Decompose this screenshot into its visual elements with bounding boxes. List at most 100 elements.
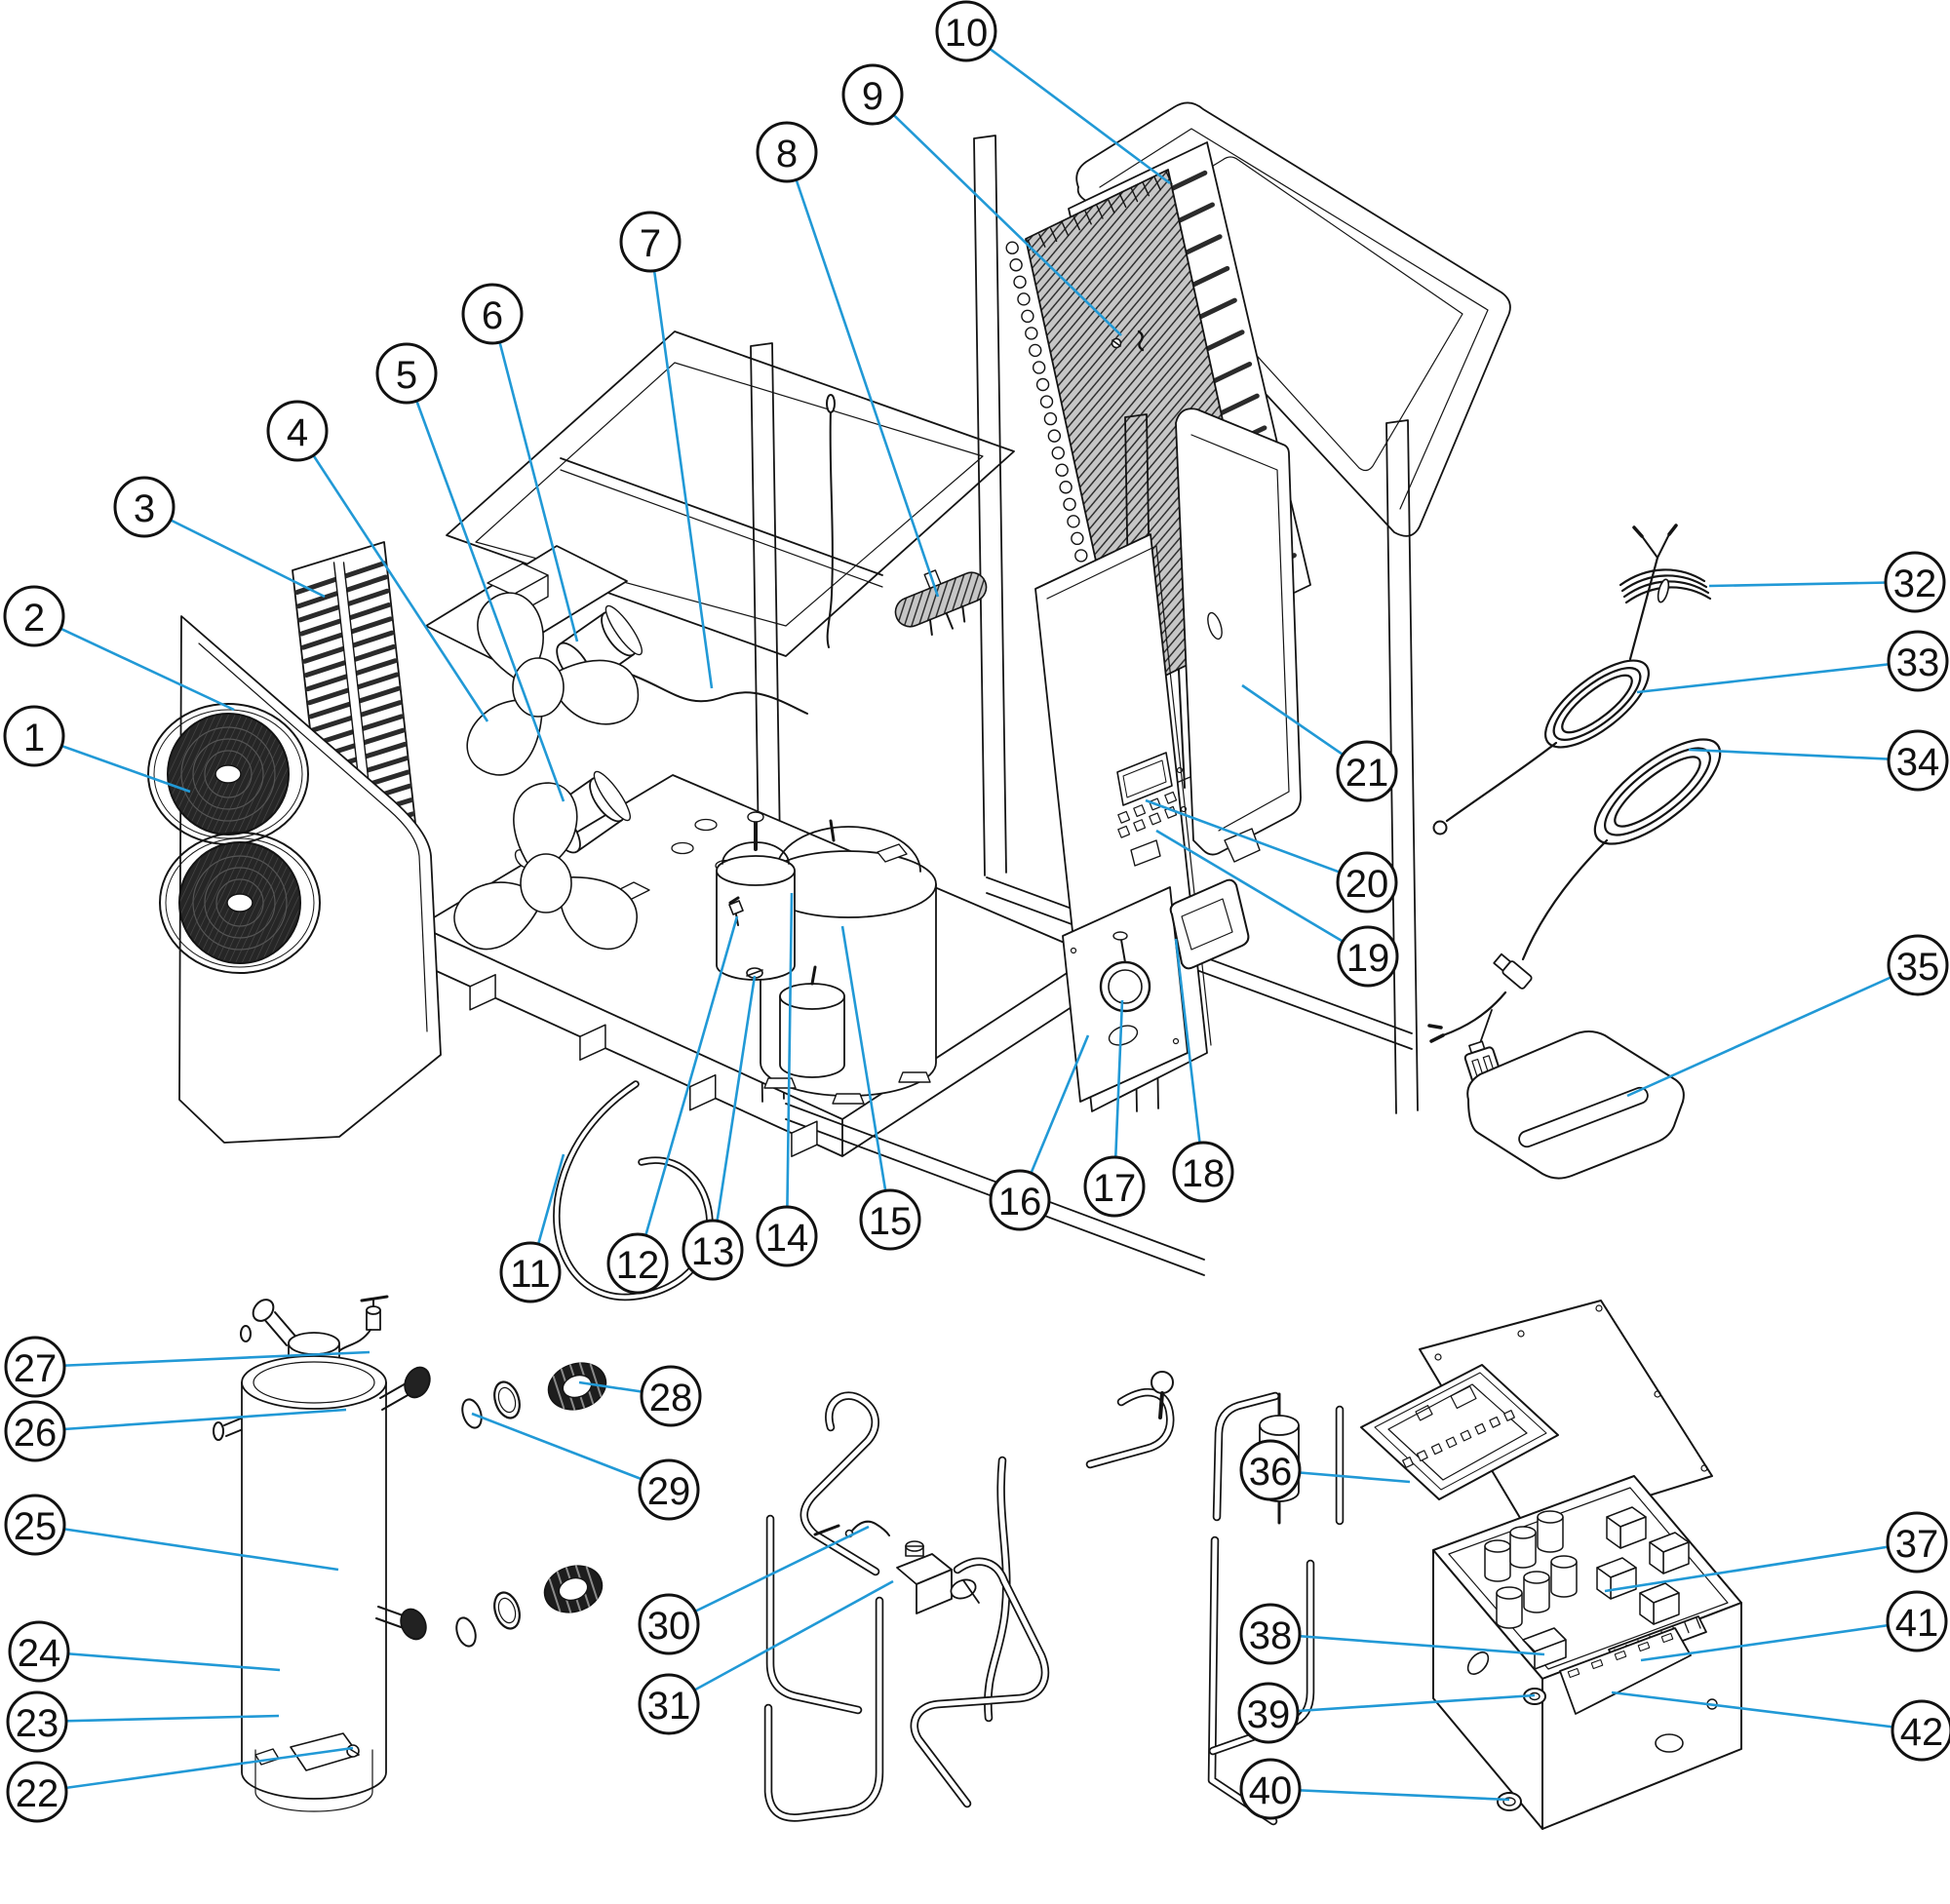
callout-20[interactable]: 20 (1336, 851, 1398, 913)
callout-29[interactable]: 29 (638, 1458, 700, 1521)
callout-number: 18 (1182, 1152, 1226, 1195)
leader-line-34 (1688, 748, 1919, 762)
callout-number: 36 (1249, 1451, 1293, 1494)
callout-41[interactable]: 41 (1886, 1590, 1948, 1652)
callout-40[interactable]: 40 (1239, 1758, 1302, 1820)
callout-number: 40 (1249, 1769, 1293, 1812)
contactor (1522, 1627, 1567, 1670)
callout-4[interactable]: 4 (266, 400, 329, 462)
callout-23[interactable]: 23 (6, 1690, 68, 1753)
callout-number: 26 (14, 1412, 58, 1455)
callout-15[interactable]: 15 (859, 1188, 921, 1251)
callout-11[interactable]: 11 (499, 1241, 562, 1303)
leader-line-40 (1269, 1787, 1510, 1802)
callout-32[interactable]: 32 (1884, 551, 1946, 613)
callout-2[interactable]: 2 (3, 585, 65, 647)
callout-17[interactable]: 17 (1083, 1155, 1146, 1218)
callout-number: 19 (1346, 937, 1390, 980)
control-box (1360, 1300, 1742, 1830)
callout-19[interactable]: 19 (1337, 925, 1399, 988)
back-panel (1175, 408, 1302, 863)
leader-line-4 (295, 430, 489, 722)
callout-6[interactable]: 6 (461, 283, 524, 345)
callout-31[interactable]: 31 (638, 1673, 700, 1735)
expansion-valve (896, 1540, 980, 1614)
callout-number: 8 (776, 133, 798, 175)
callout-14[interactable]: 14 (756, 1205, 818, 1267)
pcb (1559, 1627, 1692, 1715)
leader-line-7 (648, 241, 714, 689)
callout-33[interactable]: 33 (1887, 630, 1949, 692)
leader-line-42 (1611, 1690, 1923, 1732)
callout-37[interactable]: 37 (1886, 1511, 1948, 1574)
callout-24[interactable]: 24 (8, 1620, 70, 1683)
callout-number: 12 (616, 1244, 660, 1287)
callout-18[interactable]: 18 (1172, 1141, 1234, 1203)
grommet-40 (1497, 1792, 1522, 1811)
leader-line-5 (405, 372, 566, 802)
callout-number: 6 (482, 294, 503, 337)
callout-number: 27 (14, 1347, 58, 1390)
leader-line-23 (36, 1714, 280, 1724)
callout-number: 37 (1895, 1523, 1939, 1566)
callout-12[interactable]: 12 (606, 1232, 669, 1295)
callout-7[interactable]: 7 (619, 211, 682, 273)
leader-line-29 (471, 1412, 670, 1492)
callout-34[interactable]: 34 (1887, 729, 1949, 792)
callout-13[interactable]: 13 (682, 1219, 744, 1281)
callout-42[interactable]: 42 (1891, 1699, 1950, 1762)
callout-28[interactable]: 28 (640, 1365, 702, 1427)
union-fittings (455, 1362, 607, 1648)
leader-line-24 (38, 1650, 281, 1672)
leader-line-6 (490, 313, 579, 642)
cable-33 (1432, 524, 1678, 835)
callout-number: 14 (765, 1217, 809, 1260)
callout-26[interactable]: 26 (4, 1400, 66, 1462)
leader-line-12 (636, 915, 739, 1264)
leader-line-14 (785, 892, 794, 1237)
callout-number: 29 (647, 1470, 691, 1513)
support-frame (425, 135, 1419, 1276)
callout-number: 1 (23, 717, 45, 759)
callout-number: 2 (23, 597, 45, 640)
leader-line-27 (34, 1350, 370, 1369)
leader-line-9 (872, 94, 1122, 336)
leader-line-19 (1155, 829, 1369, 958)
leader-line-3 (143, 505, 326, 599)
refrigerant-piping (763, 1371, 1345, 1826)
leader-line-25 (34, 1523, 339, 1572)
callout-number: 5 (396, 354, 417, 397)
callout-21[interactable]: 21 (1336, 740, 1398, 802)
receiver-cylinder (779, 965, 845, 1078)
callout-3[interactable]: 3 (113, 476, 176, 538)
callout-27[interactable]: 27 (4, 1336, 66, 1398)
callout-36[interactable]: 36 (1239, 1439, 1302, 1501)
callout-number: 21 (1346, 752, 1389, 795)
callout-number: 28 (649, 1377, 693, 1419)
callout-25[interactable]: 25 (4, 1494, 66, 1556)
leader-line-10 (965, 29, 1171, 185)
callout-number: 3 (134, 487, 155, 530)
bracket-screw (346, 1744, 360, 1758)
callout-10[interactable]: 10 (935, 0, 997, 62)
callout-number: 17 (1093, 1167, 1137, 1210)
callout-number: 33 (1896, 641, 1940, 684)
callout-39[interactable]: 39 (1237, 1682, 1300, 1744)
callout-number: 11 (510, 1253, 551, 1296)
callout-38[interactable]: 38 (1239, 1603, 1302, 1665)
callout-30[interactable]: 30 (638, 1593, 700, 1655)
callout-8[interactable]: 8 (756, 121, 818, 183)
callout-9[interactable]: 9 (841, 63, 904, 126)
callout-16[interactable]: 16 (989, 1169, 1051, 1231)
callout-1[interactable]: 1 (3, 705, 65, 767)
callout-number: 7 (640, 222, 661, 265)
callout-number: 41 (1895, 1602, 1939, 1645)
callout-35[interactable]: 35 (1887, 934, 1949, 996)
callout-5[interactable]: 5 (375, 342, 438, 405)
callout-number: 9 (862, 75, 883, 118)
panel-screws (1111, 330, 1145, 352)
callout-number: 24 (18, 1632, 61, 1675)
callout-22[interactable]: 22 (6, 1761, 68, 1823)
